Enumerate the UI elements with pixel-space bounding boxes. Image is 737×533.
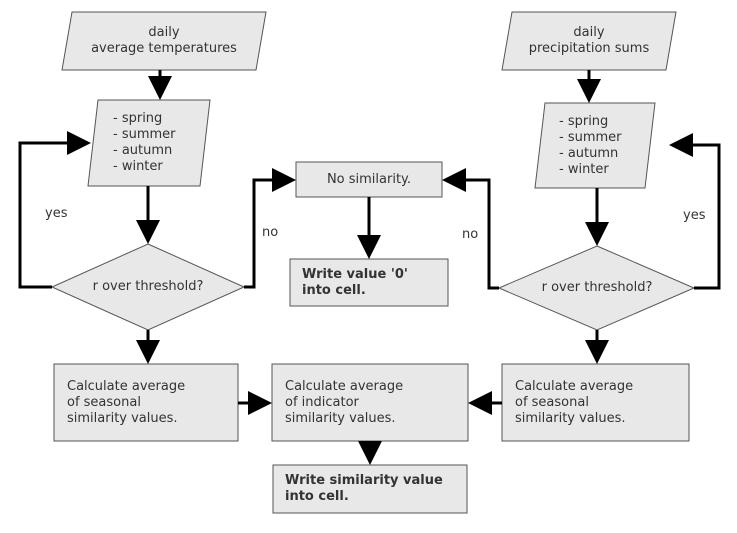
precip-input-shape [501,11,677,71]
no-similarity-shape [295,161,443,198]
precip-decision-label: r over threshold? [541,280,653,295]
temp-decision-label: r over threshold? [92,279,204,294]
calc-precip-seasonal-shape [501,363,690,442]
calc-indicator-shape [271,363,469,442]
precip-seasons-shape [534,102,656,189]
write-zero-label: Write value '0' into cell. [302,266,408,298]
edge-temp-yes-loop [18,131,91,289]
write-similarity-shape [272,464,468,514]
temp-input-label: daily average temperatures [91,25,237,56]
temp-input-shape [61,11,267,71]
calc-temp-seasonal-label: Calculate average of seasonal similarity… [67,378,186,426]
write-zero-shape [289,258,449,307]
temp-seasons-label: - spring - summer - autumn - winter [113,111,176,174]
calc-indicator-label: Calculate average of indicator similarit… [285,378,404,426]
edge-precip-no [442,168,499,290]
calc-temp-seasonal-shape [53,363,239,442]
yes-label-left: yes [45,206,68,221]
yes-label-right: yes [683,208,706,223]
calc-precip-seasonal-label: Calculate average of seasonal similarity… [515,378,634,426]
no-label-left: no [262,225,279,240]
edge-temp-no [244,168,296,289]
no-similarity-label: No similarity. [326,171,412,187]
edge-precip-yes-loop [669,133,721,290]
temp-seasons-shape [87,99,211,187]
no-label-right: no [462,227,479,242]
precip-seasons-label: - spring - summer - autumn - winter [559,113,622,177]
write-similarity-label: Write similarity value into cell. [285,473,443,504]
precip-input-label: daily precipitation sums [528,25,650,56]
